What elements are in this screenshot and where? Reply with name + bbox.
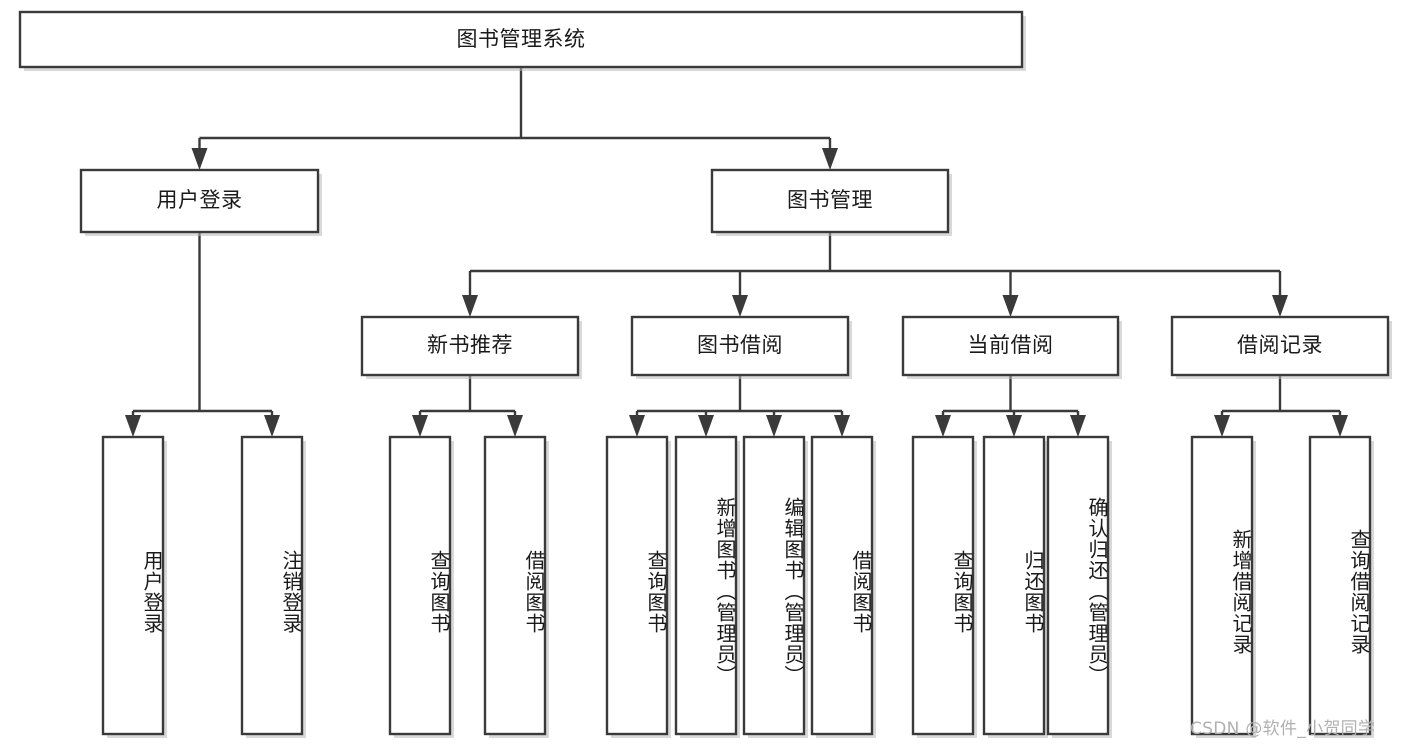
mgmt-to-l3-drop-2-arrowhead [1002,295,1019,317]
leaf-node-box-11[interactable] [1190,435,1254,736]
l3-3-to-leaf-drop-1-arrowhead [1332,415,1348,437]
mgmt-to-l3-drop-0-arrowhead [462,295,478,317]
leaf-node-box-10[interactable] [1046,435,1110,736]
l3-2-to-leaf-drop-0-arrowhead [935,415,951,437]
leaf-node-box-7[interactable] [810,435,874,736]
leaf-node-box-0[interactable] [101,435,165,736]
leaf-node-box-2[interactable] [388,435,452,736]
root-to-l2-drop-1-arrowhead [822,148,838,170]
mgmt-to-l3-drop-1-arrowhead [732,295,748,317]
l3-1-to-leaf-drop-2-arrowhead [766,415,782,437]
login-to-leaf-drop-0-arrowhead [125,415,141,437]
level3-node-box-2[interactable] [901,315,1120,377]
login-to-leaf-drop-1-arrowhead [264,415,280,437]
level3-node-box-1[interactable] [630,315,850,377]
leaf-node-box-1[interactable] [240,435,304,736]
node-box-layer [18,10,1392,738]
l3-1-to-leaf-drop-0-arrowhead [629,415,645,437]
level2-node-box-0[interactable] [79,168,320,234]
l3-0-to-leaf-drop-1-arrowhead [507,415,523,437]
root-to-l2-drop-0-arrowhead [191,148,208,170]
leaf-node-box-6[interactable] [742,435,806,736]
leaf-node-box-3[interactable] [483,435,547,736]
csdn-watermark: CSDN @软件_小贺同学 [1190,719,1376,739]
level3-node-box-0[interactable] [360,315,580,377]
root-node-box[interactable] [18,10,1024,69]
l3-1-to-leaf-drop-1-arrowhead [698,415,714,437]
l3-2-to-leaf-drop-2-arrowhead [1070,415,1086,437]
level2-node-box-1[interactable] [710,168,950,234]
leaf-node-box-4[interactable] [605,435,669,736]
connector-layer [125,67,1348,437]
mgmt-to-l3-drop-3-arrowhead [1272,295,1288,317]
l3-0-to-leaf-drop-0-arrowhead [412,415,428,437]
level3-node-box-3[interactable] [1170,315,1390,377]
leaf-node-box-12[interactable] [1308,435,1372,736]
leaf-node-box-8[interactable] [911,435,975,736]
l3-1-to-leaf-drop-3-arrowhead [834,415,850,437]
leaf-node-box-5[interactable] [674,435,738,736]
l3-3-to-leaf-drop-0-arrowhead [1214,415,1230,437]
l3-2-to-leaf-drop-1-arrowhead [1006,415,1022,437]
leaf-node-box-9[interactable] [982,435,1046,736]
